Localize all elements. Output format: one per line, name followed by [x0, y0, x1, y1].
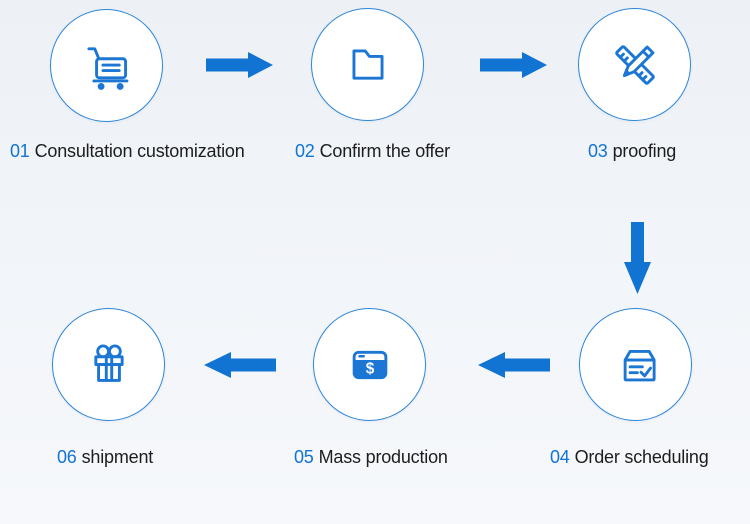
step-label-text: proofing [612, 141, 677, 161]
step-number: 01 [10, 141, 30, 161]
shopping-cart-icon [86, 46, 128, 90]
step-number: 03 [588, 141, 608, 161]
package-check-icon [623, 349, 656, 381]
step-number: 02 [295, 141, 315, 161]
step-number: 05 [294, 447, 314, 467]
arrow-down-icon [624, 222, 651, 294]
step-label-text: Confirm the offer [319, 141, 451, 161]
browser-dollar-icon: $ [352, 350, 387, 379]
step-number: 04 [550, 447, 570, 467]
arrow-left-icon [478, 352, 550, 378]
arrow-right-icon [480, 52, 547, 78]
gift-icon [93, 344, 124, 382]
folder-icon [352, 49, 383, 80]
step-circle-proofing [578, 8, 691, 121]
step-circle-order-scheduling [579, 308, 692, 421]
dollar-sign: $ [365, 360, 374, 377]
step-number: 06 [57, 447, 77, 467]
step-label-text: Order scheduling [574, 447, 709, 467]
step-circle-confirm-offer [311, 8, 424, 121]
arrow-left-icon [204, 352, 276, 378]
step-circle-shipment [52, 308, 165, 421]
step-label-text: Mass production [318, 447, 448, 467]
step-label-text: Consultation customization [34, 141, 245, 161]
step-circle-mass-production: $ [313, 308, 426, 421]
pencil-ruler-icon [614, 44, 655, 85]
step-circle-consultation [50, 9, 163, 122]
arrow-right-icon [206, 52, 273, 78]
step-label-text: shipment [81, 447, 154, 467]
